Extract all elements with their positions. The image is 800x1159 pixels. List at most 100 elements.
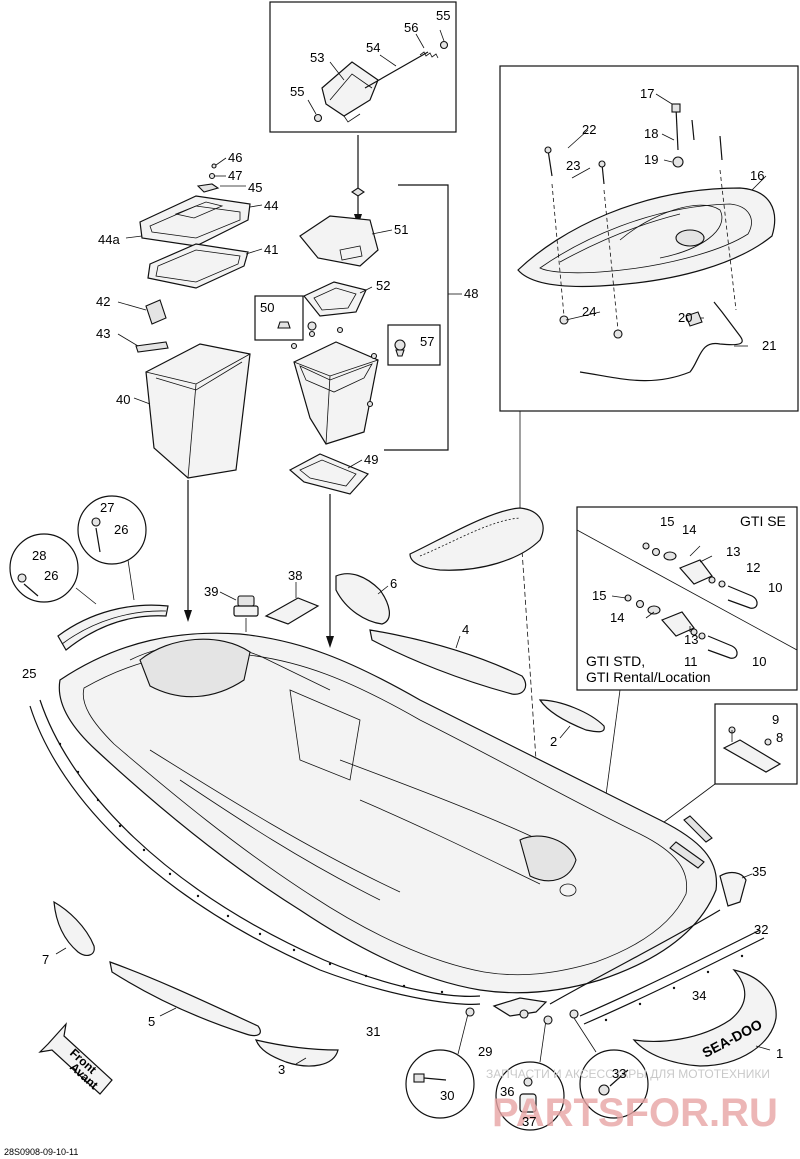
callout-14a: 14: [682, 522, 696, 537]
screw-47: [208, 172, 216, 180]
callout-25: 25: [22, 666, 36, 681]
handlebar-pad-16: [517, 187, 776, 288]
callout-41: 41: [264, 242, 278, 257]
screw-33-detail: [598, 1069, 629, 1096]
callout-18: 18: [644, 126, 658, 141]
detail-circle-37: [495, 1061, 565, 1131]
glovebox-lid-44: [139, 195, 251, 247]
gasket-49: [288, 453, 370, 495]
callout-49: 49: [364, 452, 378, 467]
callout-17: 17: [640, 86, 654, 101]
decal-7: [53, 900, 95, 956]
bracket-35: [719, 871, 747, 907]
part-57-inset-box: [387, 324, 441, 366]
footrest-inset-box: [576, 506, 798, 691]
callout-22: 22: [582, 122, 596, 137]
bracket-48-line: [384, 184, 449, 451]
clip-20: [685, 311, 703, 327]
callout-31: 31: [366, 1024, 380, 1039]
callout-1: 1: [776, 1046, 783, 1061]
screw-46: [211, 163, 217, 169]
rub-rail-31: [29, 705, 481, 1005]
decal-6: [335, 573, 390, 625]
decal-3: [255, 1039, 339, 1067]
callout-19: 19: [644, 152, 658, 167]
callout-46: 46: [228, 150, 242, 165]
callout-35: 35: [752, 864, 766, 879]
callout-48: 48: [464, 286, 478, 301]
front-direction-arrow: Front Avant: [38, 1022, 113, 1095]
hardware-plate-8: [722, 739, 782, 773]
callout-57: 57: [420, 334, 434, 349]
glovebox-cover-part: [321, 61, 379, 123]
callout-10a: 10: [768, 580, 782, 595]
hardware-bottom-set: [624, 594, 738, 659]
callout-8: 8: [776, 730, 783, 745]
latch-45: [196, 183, 220, 193]
callout-24: 24: [582, 304, 596, 319]
callout-26a: 26: [114, 522, 128, 537]
gasket-52: [303, 281, 367, 317]
handlebar-pad-inset-box: [499, 65, 799, 412]
detail-circle-33: [579, 1049, 649, 1119]
nut-55-left: [313, 113, 323, 123]
stern-bumper-29: [492, 997, 548, 1017]
fuel-cap-39: [233, 595, 259, 632]
callout-7: 7: [42, 952, 49, 967]
watermark-subtitle: ЗАПЧАСТИ И АКСЕССУАРЫ ДЛЯ МОТОТЕХНИКИ: [486, 1067, 770, 1081]
callout-34: 34: [692, 988, 706, 1003]
callout-37: 37: [522, 1114, 536, 1129]
callout-56: 56: [404, 20, 418, 35]
hull-deck: [58, 632, 718, 994]
callout-5: 5: [148, 1014, 155, 1029]
decal-1: SEA-DOO: [632, 968, 777, 1067]
callout-15a: 15: [660, 514, 674, 529]
callout-44: 44: [264, 198, 278, 213]
bow-bumper-25: [57, 604, 169, 651]
inset-label-gti-std: GTI STD,: [586, 653, 645, 669]
callout-labels: 1 2 3 4 5 6 7 8 9 10 10 11 12 13 13 14 1…: [22, 8, 783, 1129]
callout-45: 45: [248, 180, 262, 195]
callout-13a: 13: [726, 544, 740, 559]
callout-54: 54: [366, 40, 380, 55]
strap-43: [135, 341, 169, 353]
decal-5: [109, 961, 261, 1037]
inset-label-gti-rental: GTI Rental/Location: [586, 669, 711, 685]
hardware-inset-box: [714, 703, 798, 785]
detail-circle-28: [9, 533, 79, 603]
callout-11: 11: [684, 654, 698, 669]
callout-39: 39: [204, 584, 218, 599]
nut-24: [559, 315, 569, 325]
callout-13b: 13: [684, 632, 698, 647]
gasket-41: [147, 243, 249, 289]
callout-28: 28: [32, 548, 46, 563]
callout-50: 50: [260, 300, 274, 315]
part-50-inset-box: [254, 295, 304, 341]
callout-43: 43: [96, 326, 110, 341]
storage-bin-48: [293, 341, 379, 445]
glovebox-cover-inset-box: [269, 1, 457, 133]
callout-32: 32: [754, 922, 768, 937]
callout-55b: 55: [290, 84, 304, 99]
callout-20: 20: [678, 310, 692, 325]
nut-55-top: [439, 40, 449, 50]
callout-42: 42: [96, 294, 110, 309]
callout-23: 23: [566, 158, 580, 173]
callout-12: 12: [746, 560, 760, 575]
detail-circle-27: [77, 495, 147, 565]
alignment-dashes: [551, 169, 737, 331]
screw-28-detail: [17, 573, 39, 597]
callout-30: 30: [440, 1088, 454, 1103]
callout-26b: 26: [44, 568, 58, 583]
callout-52: 52: [376, 278, 390, 293]
callout-21: 21: [762, 338, 776, 353]
callout-44a: 44a: [98, 232, 120, 247]
callout-29: 29: [478, 1044, 492, 1059]
storage-cover-51: [299, 215, 379, 267]
plate-38: [264, 597, 320, 625]
screw-36-detail: [519, 1077, 537, 1113]
rub-rail-32: [549, 909, 721, 1005]
decal-2: [538, 699, 605, 733]
bracket-42: [145, 299, 167, 325]
